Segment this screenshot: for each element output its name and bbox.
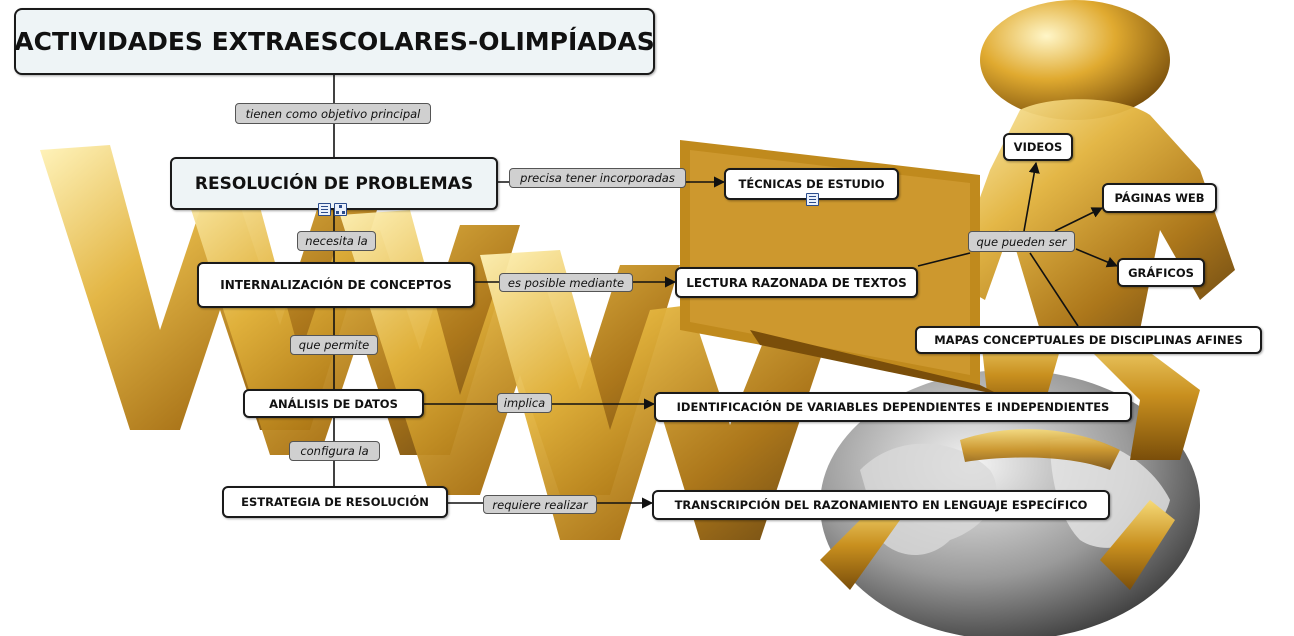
note-resource-icon[interactable] xyxy=(318,203,331,216)
monitor-illustration xyxy=(680,140,1000,395)
link-label-implica[interactable]: implica xyxy=(497,393,552,413)
mapas-node[interactable]: MAPAS CONCEPTUALES DE DISCIPLINAS AFINES xyxy=(915,326,1262,354)
transcripcion-node[interactable]: TRANSCRIPCIÓN DEL RAZONAMIENTO EN LENGUA… xyxy=(652,490,1110,520)
tecnicas-node[interactable]: TÉCNICAS DE ESTUDIO xyxy=(724,168,899,200)
internalizacion-node[interactable]: INTERNALIZACIÓN DE CONCEPTOS xyxy=(197,262,475,308)
link-label-requiere[interactable]: requiere realizar xyxy=(483,495,597,514)
link-label-necesita[interactable]: necesita la xyxy=(297,231,376,251)
link-label-precisa[interactable]: precisa tener incorporadas xyxy=(509,168,686,188)
identificacion-node[interactable]: IDENTIFICACIÓN DE VARIABLES DEPENDIENTES… xyxy=(654,392,1132,422)
link-label-configura[interactable]: configura la xyxy=(289,441,380,461)
graficos-node[interactable]: GRÁFICOS xyxy=(1117,258,1205,287)
paginas-node[interactable]: PÁGINAS WEB xyxy=(1102,183,1217,213)
root-node[interactable]: ACTIVIDADES EXTRAESCOLARES-OLIMPÍADAS xyxy=(14,8,655,75)
link-label-mediante[interactable]: es posible mediante xyxy=(499,273,633,292)
estrategia-node[interactable]: ESTRATEGIA DE RESOLUCIÓN xyxy=(222,486,448,518)
lectura-node[interactable]: LECTURA RAZONADA DE TEXTOS xyxy=(675,267,918,298)
link-label-objetivo[interactable]: tienen como objetivo principal xyxy=(235,103,431,124)
resolucion-node[interactable]: RESOLUCIÓN DE PROBLEMAS xyxy=(170,157,498,210)
submap-icon[interactable] xyxy=(334,203,347,216)
link-label-pueden[interactable]: que pueden ser xyxy=(968,231,1075,252)
note-resource-icon[interactable] xyxy=(806,193,819,206)
analisis-node[interactable]: ANÁLISIS DE DATOS xyxy=(243,389,424,418)
link-label-permite[interactable]: que permite xyxy=(290,335,378,355)
videos-node[interactable]: VIDEOS xyxy=(1003,133,1073,161)
